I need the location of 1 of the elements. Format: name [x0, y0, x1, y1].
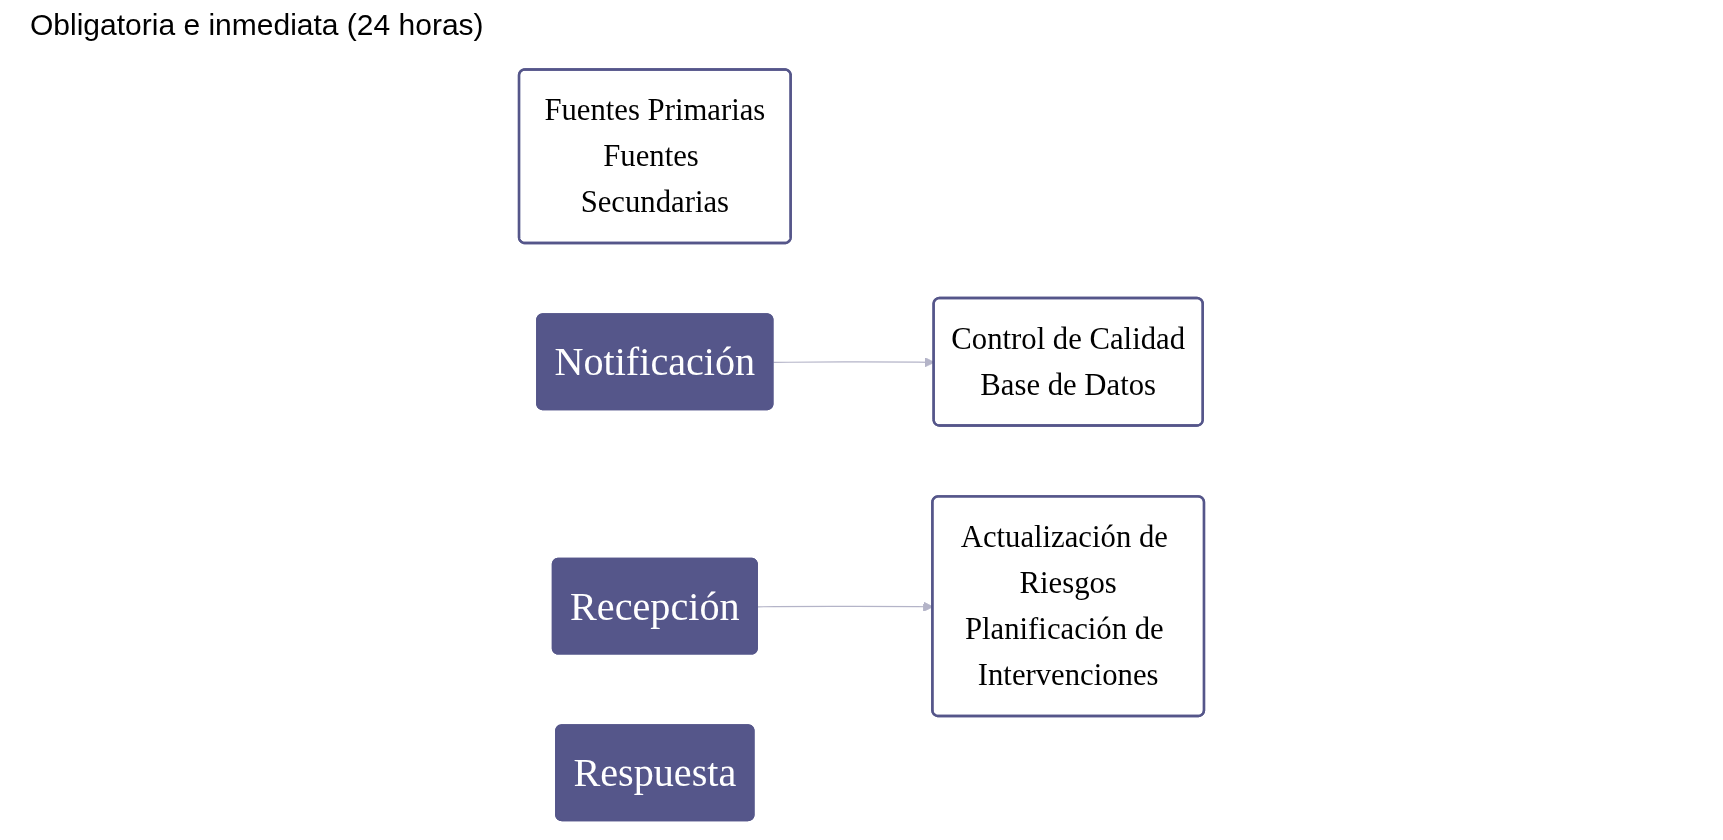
diagram-title: Obligatoria e inmediata (24 horas): [30, 8, 484, 42]
